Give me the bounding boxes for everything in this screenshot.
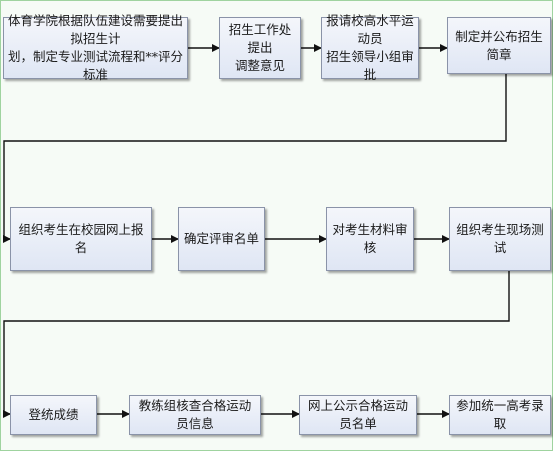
step-onsite-test: 组织考生现场测试 xyxy=(449,207,551,271)
arrow-s8-s9 xyxy=(3,271,510,418)
step-plan-proposal-label: 体育学院根据队伍建设需要提出拟招生计 划，制定专业测试流程和**评分标准 xyxy=(8,13,184,82)
step-record-scores-label: 登统成绩 xyxy=(28,407,79,422)
step-gaokao-admission-label: 参加统一高考录取 xyxy=(456,398,544,431)
step-onsite-test-label: 组织考生现场测试 xyxy=(456,222,544,255)
step-gaokao-admission: 参加统一高考录取 xyxy=(449,395,551,435)
step-plan-proposal: 体育学院根据队伍建设需要提出拟招生计 划，制定专业测试流程和**评分标准 xyxy=(3,13,188,82)
step-review-list-label: 确定评审名单 xyxy=(183,231,259,246)
step-publish-list: 网上公示合格运动员名单 xyxy=(299,395,417,435)
step-online-registration-label: 组织考生在校园网上报名 xyxy=(18,222,144,255)
step-approval-label: 报请校高水平运动员 招生领导小组审批 xyxy=(326,13,414,82)
step-publish-brochure-label: 制定并公布招生简章 xyxy=(455,28,543,62)
step-adjustment-opinion: 招生工作处提出 调整意见 xyxy=(219,17,301,79)
step-verify-athletes-label: 教练组核查合格运动员信息 xyxy=(138,398,252,431)
step-online-registration: 组织考生在校园网上报名 xyxy=(10,207,152,271)
step-publish-list-label: 网上公示合格运动员名单 xyxy=(307,398,408,431)
step-material-review: 对考生材料审核 xyxy=(326,207,414,271)
step-verify-athletes: 教练组核查合格运动员信息 xyxy=(129,395,261,435)
step-approval: 报请校高水平运动员 招生领导小组审批 xyxy=(321,13,419,82)
step-record-scores: 登统成绩 xyxy=(10,395,97,435)
step-adjustment-opinion-label: 招生工作处提出 调整意见 xyxy=(228,22,292,73)
step-publish-brochure: 制定并公布招生简章 xyxy=(447,17,551,74)
step-review-list: 确定评审名单 xyxy=(178,207,265,271)
step-material-review-label: 对考生材料审核 xyxy=(332,222,408,255)
arrow-s4-s5 xyxy=(3,74,507,243)
